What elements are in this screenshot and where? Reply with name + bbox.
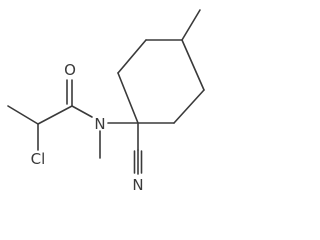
carbonyl-to-alpha-bond [37,105,73,125]
ring-bond [117,72,139,124]
chemical-structure-diagram: O N Cl N [7,9,205,194]
ring-methyl-bond [181,9,201,41]
cyclohexane-ring [117,39,205,124]
nitrogen-atom-label: N [94,115,105,133]
carbonyl-double-bond [66,79,73,107]
nitrogen-to-carbonyl-bond [71,105,93,118]
alpha-methyl-bond [7,105,39,125]
nitrile-triple-bond [133,149,143,175]
ring-bond [173,89,205,124]
ring-bond [181,39,205,91]
chlorine-atom-label: Cl [31,150,46,168]
nitrile-nitrogen-atom-label: N [132,176,143,194]
oxygen-atom-label: O [64,61,76,79]
ring-bond [117,39,147,74]
